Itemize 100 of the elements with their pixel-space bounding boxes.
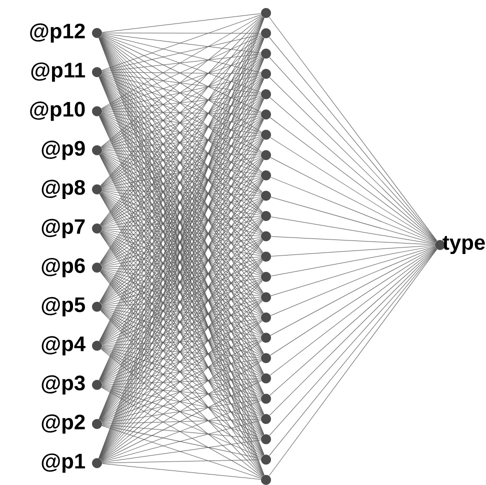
hidden-node	[261, 8, 271, 18]
connection-line	[102, 278, 262, 306]
connection-line	[102, 425, 262, 479]
connection-line	[102, 191, 262, 255]
connection-line	[270, 246, 436, 276]
hidden-node	[261, 454, 271, 465]
connection-line	[102, 111, 262, 115]
node-label: @p12	[30, 23, 85, 43]
connection-line	[100, 16, 262, 148]
connection-line	[102, 347, 262, 398]
connection-line	[102, 360, 262, 422]
connection-line	[102, 424, 262, 440]
hidden-node	[261, 89, 271, 100]
connection-line	[270, 196, 436, 244]
hidden-node	[261, 211, 271, 221]
connection-line	[102, 386, 262, 438]
connection-line	[270, 248, 436, 356]
connection-line	[102, 348, 262, 418]
input-node: @p11	[31, 62, 102, 82]
hidden-node	[261, 150, 271, 160]
connection-line	[101, 15, 262, 109]
connection-line	[102, 306, 262, 318]
output-node: type	[435, 236, 485, 254]
connection-line	[102, 440, 262, 463]
connection-line	[102, 156, 262, 227]
connection-line	[102, 112, 262, 174]
connection-line	[102, 380, 262, 423]
hidden-node	[261, 373, 271, 384]
connection-line	[102, 230, 262, 276]
connection-line	[102, 96, 262, 149]
connection-line	[102, 72, 262, 74]
connection-line	[102, 318, 262, 346]
connection-line	[102, 308, 262, 357]
connection-line	[270, 236, 436, 245]
input-node: @p2	[42, 414, 102, 434]
input-node: @p6	[42, 258, 102, 278]
connection-line	[102, 229, 262, 256]
hidden-node	[261, 130, 271, 140]
connection-line	[102, 338, 262, 384]
connection-line	[102, 400, 262, 462]
connection-line	[102, 307, 262, 338]
connection-line	[102, 150, 262, 156]
connection-line	[270, 247, 436, 336]
hidden-node	[261, 292, 271, 302]
node-label: @p6	[42, 258, 85, 278]
hidden-node	[261, 190, 271, 201]
connection-line	[102, 319, 262, 384]
connection-line	[102, 268, 262, 277]
node-label: @p1	[42, 453, 86, 473]
input-node: @p12	[30, 23, 102, 43]
connection-line	[102, 150, 262, 175]
connection-line	[102, 346, 262, 358]
connection-line	[102, 136, 262, 188]
connection-line	[102, 13, 262, 33]
connection-line	[101, 258, 262, 344]
connection-line	[270, 157, 436, 243]
connection-line	[102, 14, 262, 71]
connection-line	[101, 96, 262, 188]
connection-line	[102, 230, 262, 296]
connection-line	[102, 176, 262, 228]
connection-line	[102, 156, 262, 189]
input-node: @p4	[42, 336, 102, 356]
hidden-node	[261, 170, 271, 180]
input-node: @p9	[42, 140, 102, 160]
connection-line	[102, 216, 262, 228]
hidden-node	[261, 434, 271, 444]
hidden-node	[261, 394, 271, 404]
connection-line	[101, 348, 262, 438]
connection-line	[102, 238, 262, 305]
hidden-node	[261, 110, 271, 120]
connection-line	[101, 230, 262, 316]
connection-line	[270, 246, 436, 296]
connection-line	[270, 245, 436, 256]
node-label: @p11	[31, 62, 86, 82]
connection-line	[101, 137, 262, 226]
connection-line	[102, 72, 262, 94]
connection-line	[102, 269, 262, 336]
hidden-node	[261, 48, 271, 59]
connection-line	[102, 459, 262, 464]
input-node: @p1	[42, 453, 102, 473]
connection-line	[101, 308, 262, 396]
connection-line	[101, 178, 262, 266]
input-node: @p10	[30, 102, 102, 121]
connection-line	[102, 94, 262, 111]
connection-line	[102, 385, 262, 399]
connection-line	[102, 217, 262, 266]
hidden-node	[261, 353, 271, 364]
hidden-node	[261, 332, 271, 343]
connection-line	[102, 152, 262, 214]
connection-line	[102, 190, 262, 236]
input-node: @p7	[42, 218, 102, 238]
node-label: @p8	[42, 180, 85, 200]
hidden-node	[261, 474, 271, 485]
connection-line	[102, 258, 262, 306]
connection-line	[102, 135, 262, 150]
node-label: @p2	[42, 414, 85, 434]
hidden-node	[261, 28, 271, 38]
connection-line	[102, 54, 262, 72]
connection-line	[102, 190, 262, 216]
connection-line	[102, 308, 262, 377]
